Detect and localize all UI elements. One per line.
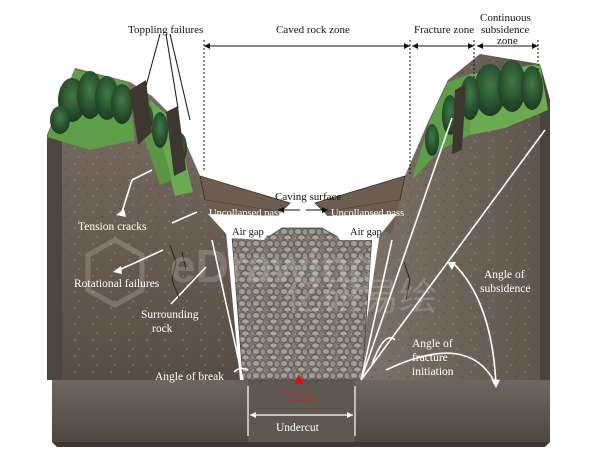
zone-dimension-lines xyxy=(145,33,539,211)
arrow-heads xyxy=(113,209,500,388)
crack-lines xyxy=(169,244,411,301)
watermark: eDrawing 亿研易绘 xyxy=(85,237,437,319)
bottom-slab xyxy=(52,380,550,447)
label-angle-fracture-1: Angle of xyxy=(412,338,453,350)
label-angle-of-break: Angle of break xyxy=(155,371,224,383)
label-angle-fracture-2: fracture xyxy=(412,352,448,364)
label-continuous-2: subsidence xyxy=(481,24,529,36)
uncollapsed-pass-right xyxy=(314,175,406,240)
label-undercut: Undercut xyxy=(276,422,320,434)
caved-rubble xyxy=(231,227,373,381)
label-ore-extraction: Ore extraction xyxy=(284,391,313,396)
label-angle-subsidence-1: Angle of xyxy=(484,269,525,281)
label-rotational-failures: Rotational failures xyxy=(74,278,160,290)
label-caved-rock-zone: Caved rock zone xyxy=(276,24,350,36)
label-surrounding-1: Surrounding xyxy=(141,309,199,321)
dimension-arrowheads xyxy=(204,43,538,213)
undercut-bracket xyxy=(247,386,356,436)
undercut-arrowheads xyxy=(250,412,353,418)
label-toppling-failures: Toppling failures xyxy=(128,24,203,36)
watermark-latin: eDrawing xyxy=(170,240,377,292)
label-fracture-zone: Fracture zone xyxy=(414,24,474,36)
right-surface-vegetation xyxy=(412,60,548,180)
annotation-lines xyxy=(118,117,546,386)
label-air-gap-left: Air gap xyxy=(232,227,264,238)
label-tension-cracks: Tension cracks xyxy=(78,221,147,233)
label-air-gap-right: Air gap xyxy=(350,227,382,238)
drawpoint-marker xyxy=(294,374,304,384)
label-caving-surface: Caving surface xyxy=(275,191,341,203)
label-angle-fracture-3: initiation xyxy=(412,366,454,378)
label-continuous-1: Continuous xyxy=(480,12,531,24)
label-uncollapsed-left: Uncollapsed pass xyxy=(209,208,282,219)
label-angle-subsidence-2: subsidence xyxy=(480,283,530,295)
left-surface-vegetation xyxy=(47,70,193,196)
label-drawpoint: (drawpoint) xyxy=(287,398,311,403)
label-continuous-3: zone xyxy=(497,35,518,47)
watermark-cjk: 亿研易绘 xyxy=(285,275,437,319)
uncollapsed-pass-left xyxy=(199,175,291,240)
label-uncollapsed-right: Uncollapsed pass xyxy=(331,208,404,219)
label-surrounding-2: rock xyxy=(152,323,173,335)
